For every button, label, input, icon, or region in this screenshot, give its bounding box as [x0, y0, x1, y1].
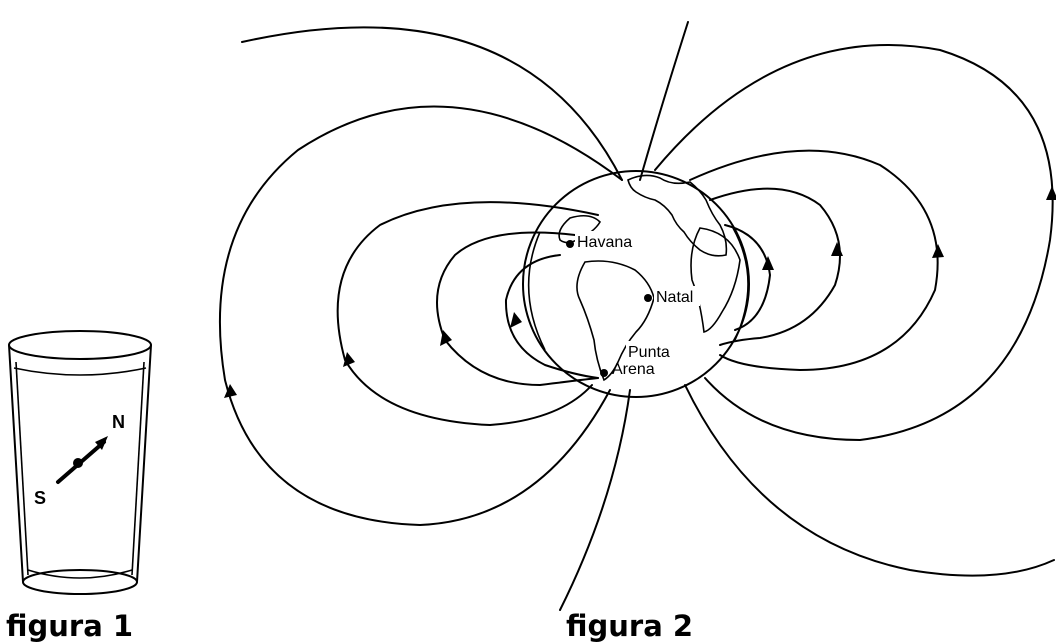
- field-arrowheads: [224, 186, 1056, 398]
- havana-label-bg: [575, 231, 635, 251]
- arrow-right-2: [932, 244, 944, 258]
- north-atlantic-landmass: [627, 174, 728, 257]
- field-line-right-3: [709, 187, 841, 346]
- glass-bottom-inner: [27, 569, 133, 579]
- natal-dot: [644, 294, 652, 302]
- figure-2-caption: figura 2: [566, 609, 693, 643]
- needle-arrowhead: [95, 436, 108, 450]
- field-line-right-2: [689, 149, 939, 371]
- glass-left-wall: [8, 344, 24, 583]
- figure-1-glass: N S: [8, 330, 152, 595]
- havana-dot: [566, 240, 574, 248]
- natal-label-bg: [654, 286, 700, 306]
- punta-arena-label-line1: Punta: [628, 344, 670, 361]
- arrow-right-1: [1046, 186, 1056, 200]
- glass-inner-left: [15, 361, 29, 576]
- punta-arena-dot: [600, 369, 608, 377]
- field-line-right-4: [724, 224, 771, 331]
- africa-landmass: [690, 227, 741, 333]
- glass-bottom: [22, 569, 138, 595]
- field-line-south-pole: [559, 389, 631, 611]
- glass-inner-right: [131, 361, 145, 576]
- figure-2-field-lines: [219, 21, 1056, 611]
- water-surface: [13, 367, 147, 376]
- field-line-left-3: [436, 231, 599, 386]
- arrow-left-2: [343, 352, 355, 367]
- compass-south-label: S: [34, 488, 46, 508]
- arrow-right-4: [762, 256, 774, 270]
- punta-arena-label-line2: Arena: [612, 361, 655, 378]
- earth-outline: [522, 170, 750, 398]
- compass-needle: [56, 436, 108, 484]
- south-america-landmass: [576, 260, 655, 382]
- earth-globe: Havana Natal Punta Arena: [522, 170, 750, 398]
- arrow-left-4: [510, 312, 522, 328]
- arrow-left-3: [440, 330, 452, 346]
- compass-north-label: N: [112, 412, 125, 432]
- field-line-north-pole: [639, 21, 689, 181]
- arrow-left-1: [224, 384, 237, 398]
- glass-right-wall: [136, 344, 152, 583]
- havana-label: Havana: [577, 234, 632, 251]
- natal-label: Natal: [656, 289, 693, 306]
- punta-arena-label-bg: [626, 341, 678, 379]
- field-line-left-1: [219, 105, 623, 526]
- field-line-left-2: [336, 201, 599, 426]
- globe-edge-line-right: [732, 227, 749, 341]
- glass-rim: [8, 330, 152, 360]
- globe-edge-line-left: [527, 231, 546, 351]
- field-line-right-bottom-outer: [684, 384, 1055, 577]
- field-line-right-1: [654, 44, 1054, 441]
- field-line-left-top-outer: [241, 26, 623, 181]
- arrow-right-3: [831, 242, 843, 256]
- figure-1-caption: figura 1: [6, 609, 133, 643]
- needle-pivot: [73, 458, 83, 468]
